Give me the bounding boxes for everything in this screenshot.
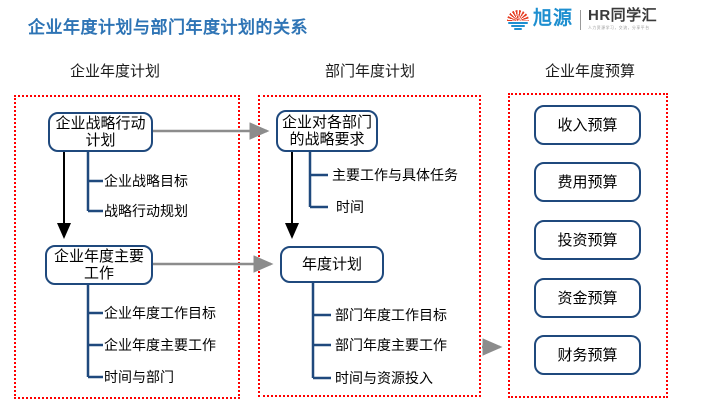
column-header-department-plan: 部门年度计划 [324, 63, 415, 80]
column-header-enterprise-budget: 企业年度预算 [544, 63, 635, 80]
tree-item-dept-mainwork: 部门年度主要工作 [335, 337, 447, 353]
tree-item-dept-work-goal: 部门年度工作目标 [335, 307, 447, 323]
brand-logo: 旭源 HR同学汇 人力资源学习，交流，分享平台 [506, 7, 700, 35]
page-title: 企业年度计划与部门年度计划的关系 [28, 18, 308, 37]
tree-item-time-department: 时间与部门 [104, 369, 174, 385]
budget-box-investment: 投资预算 [534, 220, 641, 260]
node-dept-strategy-requirement: 企业对各部门 的战略要求 [276, 110, 378, 152]
budget-box-capital: 资金预算 [534, 278, 641, 318]
node-label-line: 年度计划 [301, 256, 362, 273]
budget-label: 投资预算 [557, 231, 618, 249]
node-enterprise-strategy-action-plan: 企业战略行动 计划 [48, 112, 153, 152]
column-header-enterprise-plan: 企业年度计划 [69, 63, 160, 80]
sunrise-icon [506, 10, 529, 32]
budget-label: 资金预算 [557, 289, 618, 307]
node-label-line: 企业对各部门 [281, 114, 372, 131]
node-label-line: 的战略要求 [289, 131, 365, 148]
node-enterprise-annual-mainwork: 企业年度主要 工作 [45, 245, 153, 285]
tree-item-annual-work-goal: 企业年度工作目标 [104, 305, 216, 321]
dashed-container-department-plan [258, 95, 481, 397]
node-label-line: 企业战略行动 [55, 115, 146, 132]
budget-box-income: 收入预算 [534, 105, 641, 145]
tree-item-strategy-roadmap: 战略行动规划 [104, 203, 188, 219]
tree-item-strategy-goal: 企业战略目标 [104, 173, 188, 189]
tree-item-annual-mainwork: 企业年度主要工作 [104, 337, 216, 353]
tree-item-time-resources: 时间与资源投入 [335, 370, 433, 386]
tree-item-mainwork-tasks: 主要工作与具体任务 [332, 167, 458, 183]
node-annual-plan: 年度计划 [280, 246, 384, 283]
budget-box-finance: 财务预算 [534, 335, 641, 375]
budget-label: 费用预算 [557, 173, 618, 191]
tree-item-time: 时间 [336, 199, 364, 215]
dashed-container-enterprise-plan [14, 95, 240, 399]
brand-name: 旭源 [532, 8, 573, 29]
logo-divider [580, 10, 581, 30]
brand-slogan: 人力资源学习，交流，分享平台 [588, 26, 650, 30]
dashed-container-enterprise-budget [508, 93, 668, 398]
node-label-line: 工作 [83, 265, 114, 282]
brand-subname: HR同学汇 [588, 7, 658, 24]
budget-label: 财务预算 [557, 346, 618, 364]
node-label-line: 企业年度主要 [53, 248, 144, 265]
budget-label: 收入预算 [557, 116, 618, 134]
node-label-line: 计划 [85, 132, 116, 149]
budget-box-expense: 费用预算 [534, 162, 641, 202]
